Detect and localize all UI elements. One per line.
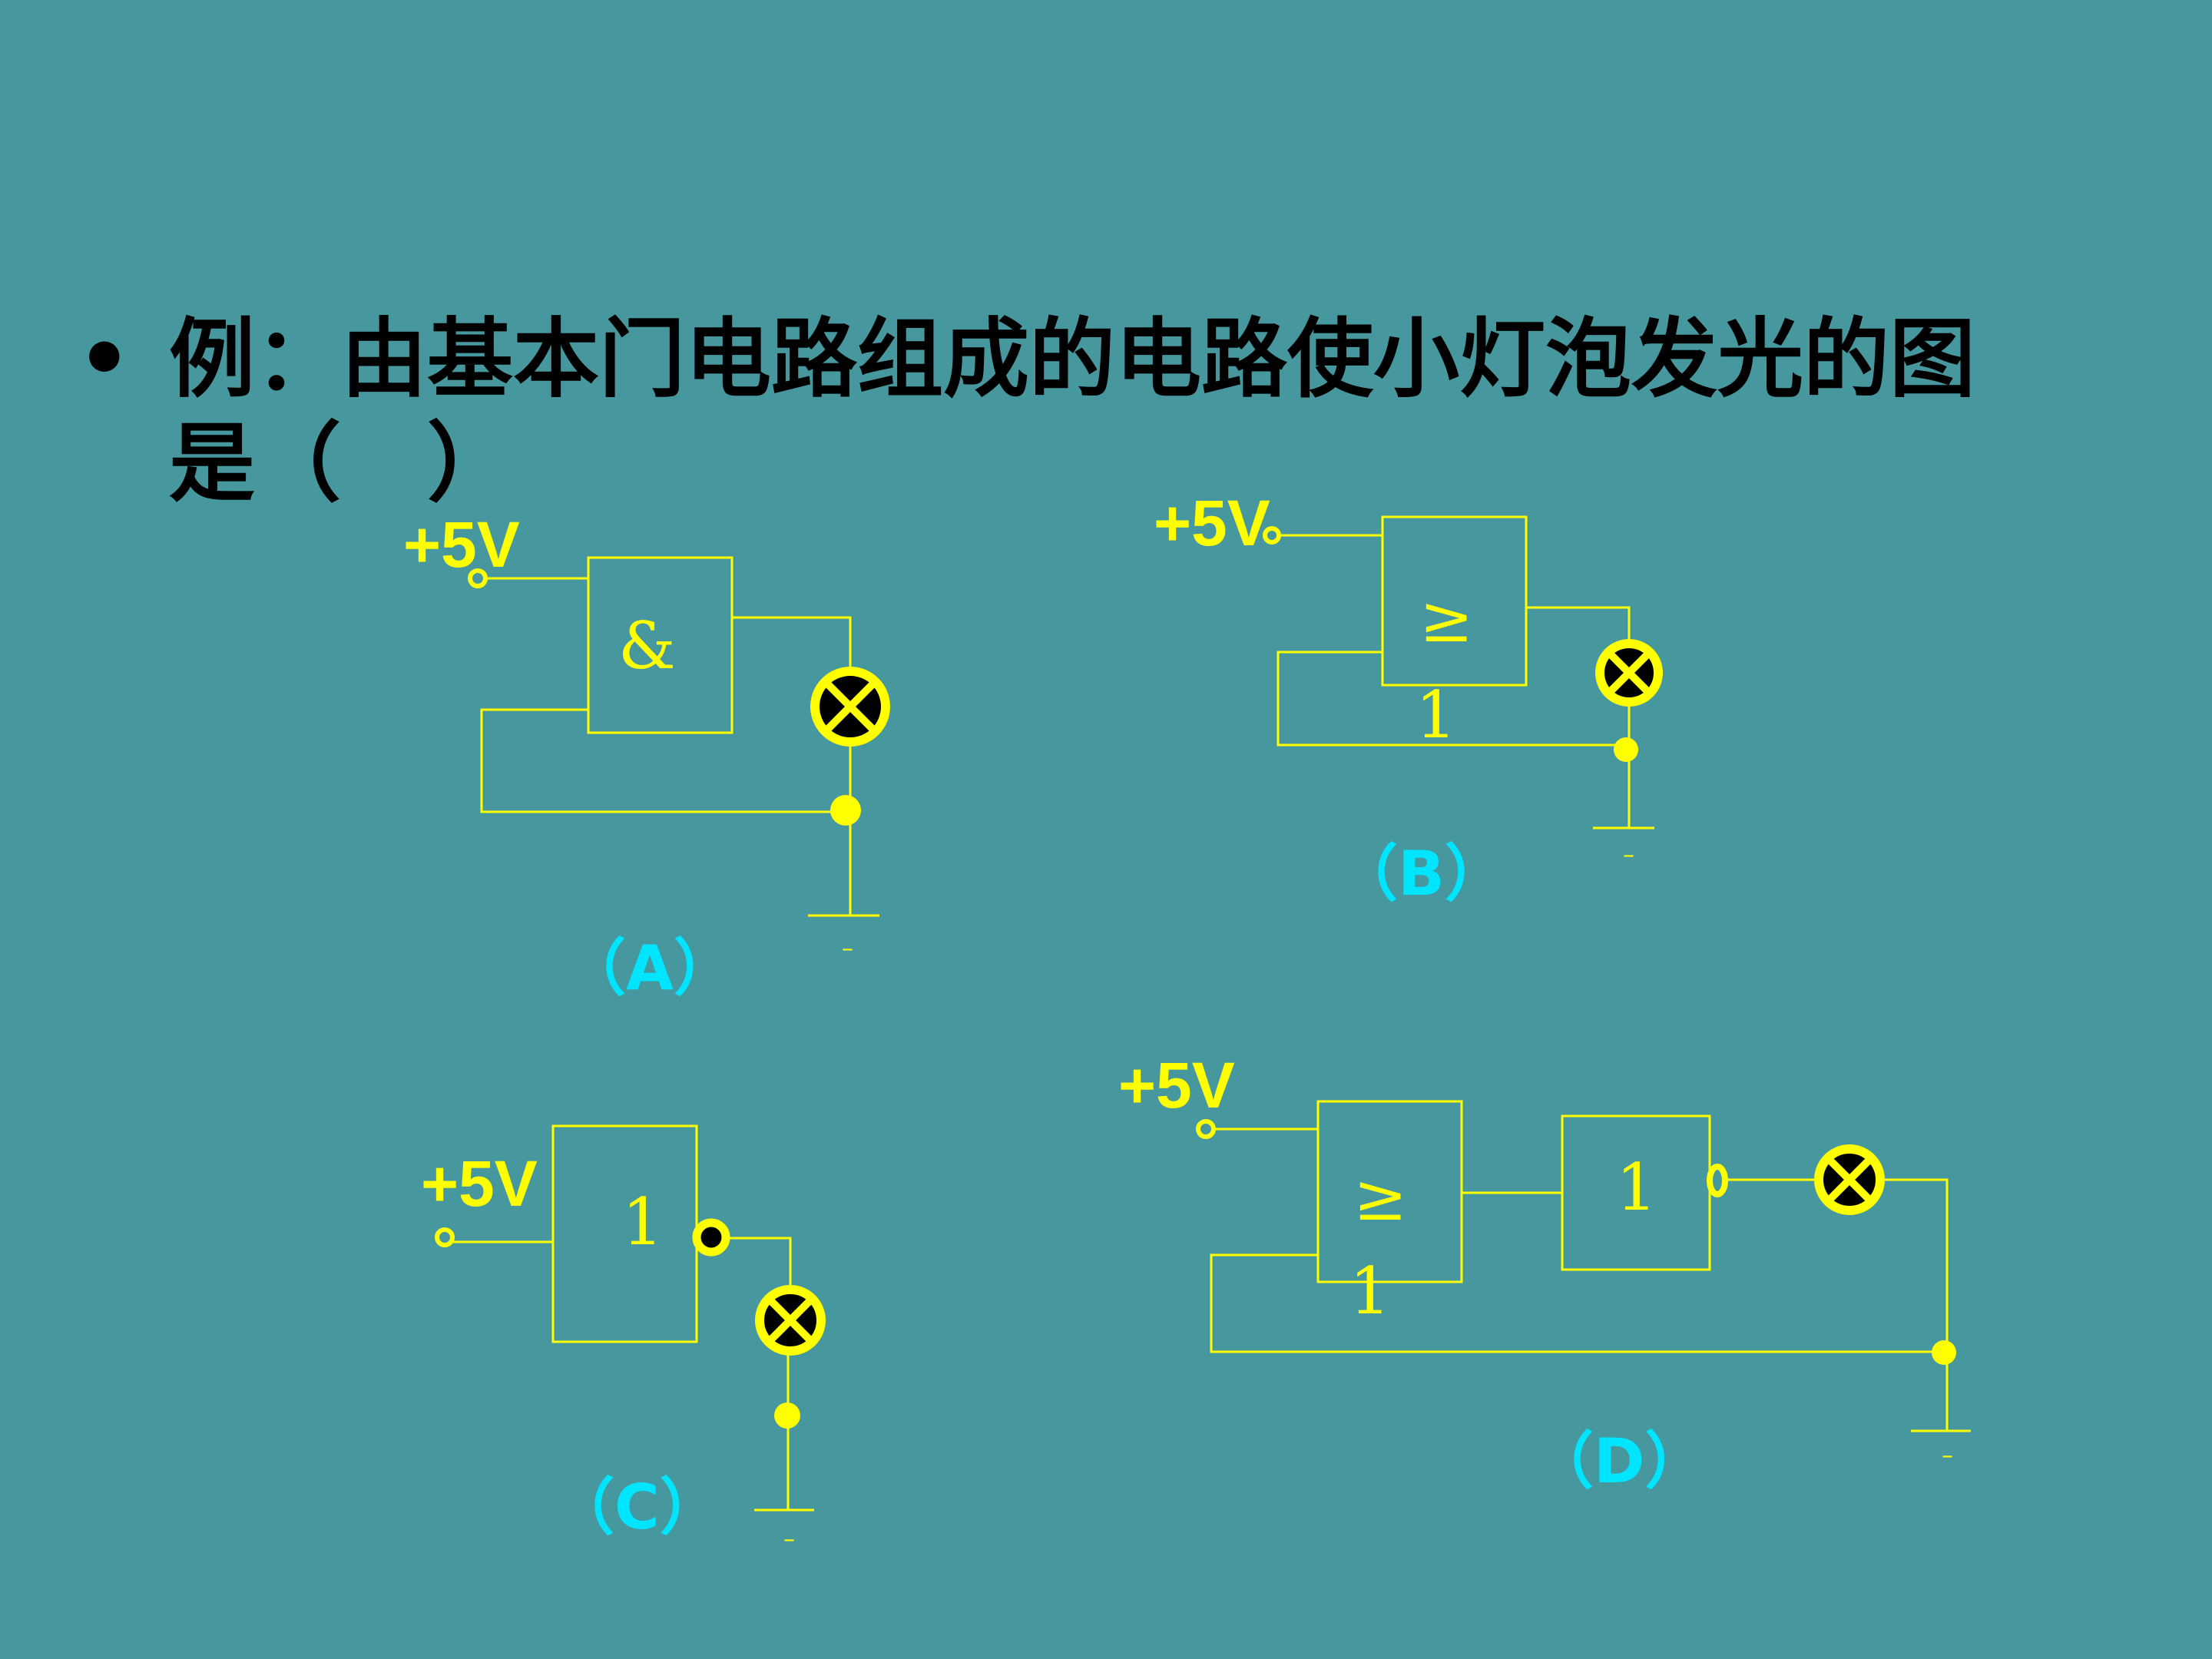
voltage-label-a: +5V bbox=[403, 508, 520, 581]
gate-symbol-b: ≥ bbox=[1419, 581, 1473, 657]
voltage-label-b: +5V bbox=[1154, 487, 1270, 559]
lamp-icon-a bbox=[810, 667, 890, 747]
caption-a: （A） bbox=[565, 932, 735, 1004]
lamp-icon-b bbox=[1595, 639, 1663, 707]
voltage-label-c: +5V bbox=[421, 1147, 538, 1220]
junction-dot-b bbox=[1614, 737, 1638, 762]
circuit-b: +5V ≥ 1 – （B） bbox=[1154, 487, 1663, 909]
or-gate-b bbox=[1381, 515, 1528, 687]
junction-dot-c bbox=[774, 1402, 800, 1429]
gate-symbol-c: 1 bbox=[622, 1184, 663, 1260]
caption-b: （B） bbox=[1336, 838, 1506, 909]
gate-symbol-sub-b: 1 bbox=[1416, 677, 1456, 753]
lamp-icon-c bbox=[755, 1285, 826, 1356]
ground-mark-b: – bbox=[1623, 842, 1634, 869]
input-terminal-d bbox=[1196, 1119, 1216, 1139]
ground-mark-a: – bbox=[842, 935, 853, 962]
not-gate-d bbox=[1561, 1114, 1711, 1271]
gate-symbol-a: & bbox=[618, 608, 676, 684]
gate2-symbol-d: 1 bbox=[1616, 1150, 1657, 1225]
gate1-symbol-d: ≥ bbox=[1353, 1160, 1407, 1235]
question-text: 例：由基本门电路组成的电路使小灯泡发光的图是（ ） bbox=[169, 310, 1975, 514]
question: • 例：由基本门电路组成的电路使小灯泡发光的图是（ ） bbox=[77, 307, 2043, 516]
inverter-bubble-c bbox=[692, 1218, 730, 1257]
and-gate-a bbox=[587, 556, 733, 734]
lamp-icon-d bbox=[1814, 1144, 1885, 1215]
circuit-d: +5V ≥ 1 1 – （D） bbox=[1118, 1049, 1971, 1497]
junction-dot-a bbox=[830, 795, 861, 826]
bullet: • bbox=[77, 310, 132, 409]
voltage-label-d: +5V bbox=[1118, 1049, 1235, 1121]
ground-mark-c: – bbox=[783, 1526, 795, 1553]
inverter-bubble-d bbox=[1707, 1164, 1728, 1197]
circuit-c: +5V 1 – （C） bbox=[421, 1124, 826, 1553]
gate1-symbol-sub-d: 1 bbox=[1349, 1253, 1390, 1329]
input-terminal-c bbox=[435, 1227, 455, 1247]
circuit-a: +5V & – （A） bbox=[403, 508, 890, 1004]
ground-mark-d: – bbox=[1942, 1442, 1953, 1469]
input-terminal-b bbox=[1263, 526, 1281, 545]
junction-dot-d bbox=[1932, 1340, 1956, 1365]
caption-d: （D） bbox=[1532, 1426, 1706, 1497]
caption-c: （C） bbox=[553, 1472, 721, 1543]
